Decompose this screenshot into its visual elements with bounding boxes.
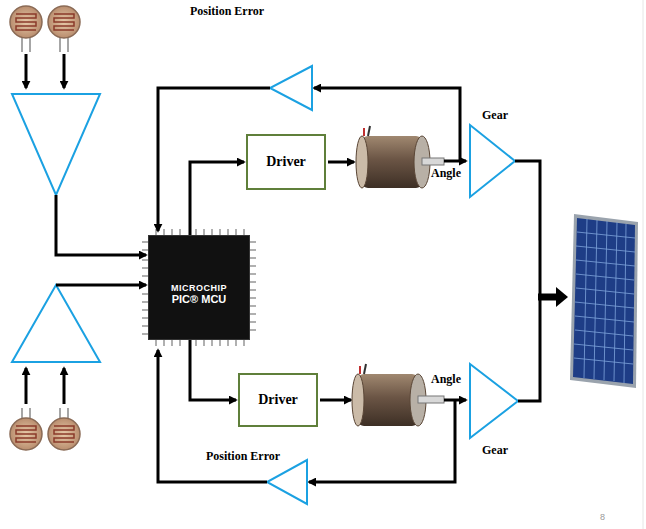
arrow [25, 368, 28, 404]
driver-box: Driver [238, 373, 318, 427]
wire [328, 161, 354, 164]
page-edge [643, 0, 644, 529]
amplifier-symbol [12, 285, 100, 362]
signal-label: Angle [431, 166, 461, 181]
page-number: 8 [600, 512, 605, 522]
motor [352, 364, 444, 426]
amplifier-symbol [270, 66, 312, 110]
wire [444, 160, 466, 163]
photoresistor [48, 6, 80, 52]
wire [320, 399, 351, 402]
signal-label: Position Error [190, 4, 264, 19]
gear-symbol [470, 125, 515, 197]
node-text: Driver [266, 154, 306, 170]
node-text: Driver [258, 392, 298, 408]
amplifier-symbol [12, 94, 100, 195]
signal-label: Position Error [206, 449, 280, 464]
signal-label: Angle [431, 372, 461, 387]
solar-panel [570, 214, 638, 388]
arrow [538, 294, 556, 301]
node-subtext: PIC® MCU [172, 293, 227, 305]
wire [518, 297, 540, 401]
motor [356, 126, 444, 188]
photoresistor [10, 408, 42, 450]
amplifier-symbol [267, 460, 307, 504]
arrow [63, 368, 66, 404]
wire [56, 284, 146, 287]
photoresistor [10, 6, 42, 52]
arrow [556, 287, 568, 307]
connector [190, 162, 244, 235]
wire [515, 161, 540, 297]
part-label: Gear [482, 443, 508, 458]
arrow [25, 54, 28, 88]
wire [56, 195, 146, 255]
photoresistor [48, 408, 80, 450]
wire [444, 399, 466, 402]
microcontroller-chip: MICROCHIPPIC® MCU [148, 235, 250, 340]
part-label: Gear [482, 108, 508, 123]
arrow [63, 54, 66, 88]
driver-box: Driver [246, 134, 326, 190]
node-text: MICROCHIP [171, 283, 227, 293]
gear-symbol [470, 364, 518, 438]
connector [190, 340, 236, 400]
chip-pins [142, 229, 256, 346]
